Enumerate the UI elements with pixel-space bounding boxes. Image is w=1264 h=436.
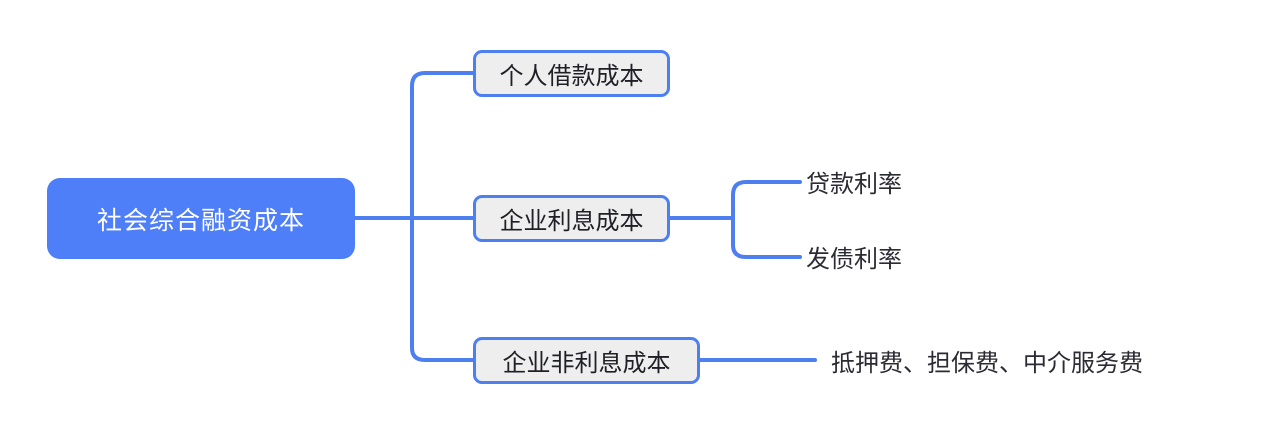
leaf-node-label: 发债利率: [806, 245, 902, 273]
connector-subtrunk-to-leaf-1: [731, 180, 802, 197]
leaf-node-bond-issuance-rate[interactable]: 发债利率: [806, 239, 902, 273]
branch-node-enterprise-interest-cost[interactable]: 企业利息成本: [473, 195, 670, 242]
leaf-node-label: 贷款利率: [806, 170, 902, 198]
connector-trunk-to-branch-3: [410, 346, 475, 362]
branch-node-label: 个人借款成本: [499, 63, 644, 90]
leaf-node-fees[interactable]: 抵押费、担保费、中介服务费: [831, 343, 1143, 377]
branch-node-enterprise-non-interest-cost[interactable]: 企业非利息成本: [473, 337, 700, 384]
root-node[interactable]: 社会综合融资成本: [47, 178, 355, 259]
leaf-node-label: 抵押费、担保费、中介服务费: [831, 349, 1143, 377]
branch-node-label: 企业非利息成本: [502, 350, 671, 377]
connector-subtrunk-to-leaf-2: [731, 243, 802, 259]
branch-node-label: 企业利息成本: [499, 208, 644, 235]
root-node-label: 社会综合融资成本: [96, 206, 305, 235]
connector-trunk-to-branch-1: [410, 71, 475, 88]
branch-node-personal-borrowing-cost[interactable]: 个人借款成本: [473, 50, 670, 97]
leaf-node-loan-rate[interactable]: 贷款利率: [806, 164, 902, 198]
